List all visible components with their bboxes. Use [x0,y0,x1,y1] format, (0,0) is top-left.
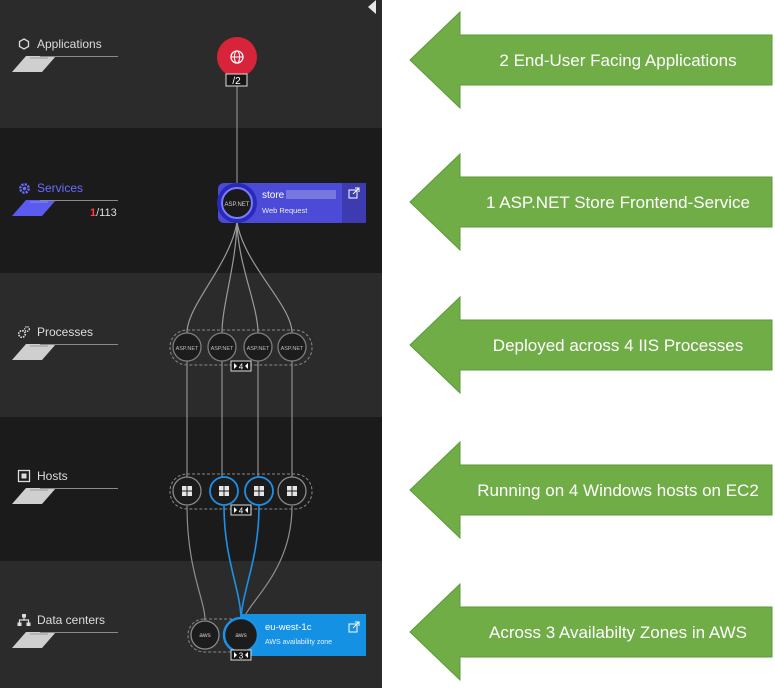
svg-text:ASP.NET: ASP.NET [211,346,234,352]
layer-divider [40,344,118,345]
callout-arrow-datacenters: Across 3 Availabilty Zones in AWS [409,582,773,682]
layer-label-text: Applications [37,37,102,51]
datacenter-card[interactable] [242,614,366,656]
host-to-datacenter-lines [186,505,293,621]
svg-text:ASP.NET: ASP.NET [176,346,199,352]
svg-text:ASP.NET: ASP.NET [247,346,270,352]
windows-icon [219,486,229,496]
processes-icon [17,325,31,339]
callout-text: 1 ASP.NET Store Frontend-Service [486,193,750,212]
layer-label-services[interactable]: Services [17,179,83,197]
callout-text: Deployed across 4 IIS Processes [493,336,743,355]
layer-stack-icon [12,488,56,504]
datacenter-icon [17,613,31,627]
host-node[interactable] [244,476,274,506]
service-name: store [262,190,285,201]
callout-arrow-applications: 2 End-User Facing Applications [409,10,773,110]
datacenter-count-badge[interactable]: 3 [230,649,252,661]
layer-label-processes[interactable]: Processes [17,323,93,341]
process-count-badge[interactable]: 4 [230,360,252,372]
gear-icon [17,181,31,195]
service-to-process-lines [186,221,293,334]
callout-text: 2 End-User Facing Applications [499,51,736,70]
layer-label-text: Hosts [37,469,68,483]
datacenter-node-selected[interactable]: aws [222,616,260,654]
hexagon-icon [17,37,31,51]
layer-stack-icon [12,632,56,648]
layer-stack-icon [12,200,56,216]
service-card[interactable]: ASP.NET store Web Request [217,183,366,223]
layer-label-applications[interactable]: Applications [17,35,102,53]
datacenter-node[interactable]: aws [190,620,220,650]
callout-arrow-hosts: Running on 4 Windows hosts on EC2 [409,440,773,540]
host-node[interactable] [172,476,202,506]
callout-area: 2 End-User Facing Applications 1 ASP.NET… [409,10,773,682]
layer-divider [40,56,118,57]
process-node[interactable]: ASP.NET [172,332,202,362]
svg-text:3: 3 [239,652,244,661]
globe-icon [230,50,244,64]
layer-divider [40,488,118,489]
smartscape-panel: Applications Services 1/113 Processes Ho… [0,0,382,688]
callout-arrow-services: 1 ASP.NET Store Frontend-Service [409,152,773,252]
host-node[interactable] [209,476,239,506]
layer-label-text: Data centers [37,613,106,627]
applications-layer [0,0,382,128]
aws-icon: aws [235,632,247,639]
datacenter-type: AWS availability zone [265,639,332,646]
layer-label-datacenters[interactable]: Data centers [17,611,105,629]
application-node[interactable]: /2 [217,37,257,87]
external-link-icon[interactable] [348,621,360,633]
svg-text:4: 4 [239,507,244,516]
datacenter-name: eu-west-1c [265,622,312,633]
host-icon [17,469,31,483]
aws-icon: aws [199,632,211,639]
datacenter-group[interactable]: aws aws eu-west-1c AWS availability zone… [187,614,366,661]
service-type: Web Request [262,206,308,215]
process-group[interactable]: ASP.NET ASP.NET ASP.NET ASP.NET 4 [169,329,313,372]
svg-text:4: 4 [239,363,244,372]
topology-graph: /2 ASP.NET store Web Request ASP.NET [169,37,366,661]
layer-divider [40,632,118,633]
external-link-icon[interactable] [348,187,360,199]
services-count: 1/113 [90,207,117,219]
host-node[interactable] [277,476,307,506]
process-node[interactable]: ASP.NET [207,332,237,362]
application-count-badge: /2 [232,76,241,87]
windows-icon [254,486,264,496]
layer-stack-icon [12,56,56,72]
redacted-text [286,190,336,199]
layer-label-hosts[interactable]: Hosts [17,467,68,485]
callout-arrow-processes: Deployed across 4 IIS Processes [409,295,773,395]
layer-label-text: Processes [37,325,94,339]
layer-stack-icon [12,344,56,360]
layer-divider [40,200,118,201]
layer-label-text: Services [37,181,84,195]
callout-text: Running on 4 Windows hosts on EC2 [477,481,759,500]
process-node[interactable]: ASP.NET [243,332,273,362]
callout-text: Across 3 Availabilty Zones in AWS [489,623,747,642]
windows-icon [182,486,192,496]
svg-text:ASP.NET: ASP.NET [281,346,304,352]
process-to-host-lines [186,360,293,478]
service-node-label: ASP.NET [225,202,250,208]
host-group[interactable]: 4 [169,473,313,516]
windows-icon [287,486,297,496]
process-node[interactable]: ASP.NET [277,332,307,362]
host-count-badge[interactable]: 4 [230,504,252,516]
collapse-corner-icon[interactable] [368,0,376,14]
